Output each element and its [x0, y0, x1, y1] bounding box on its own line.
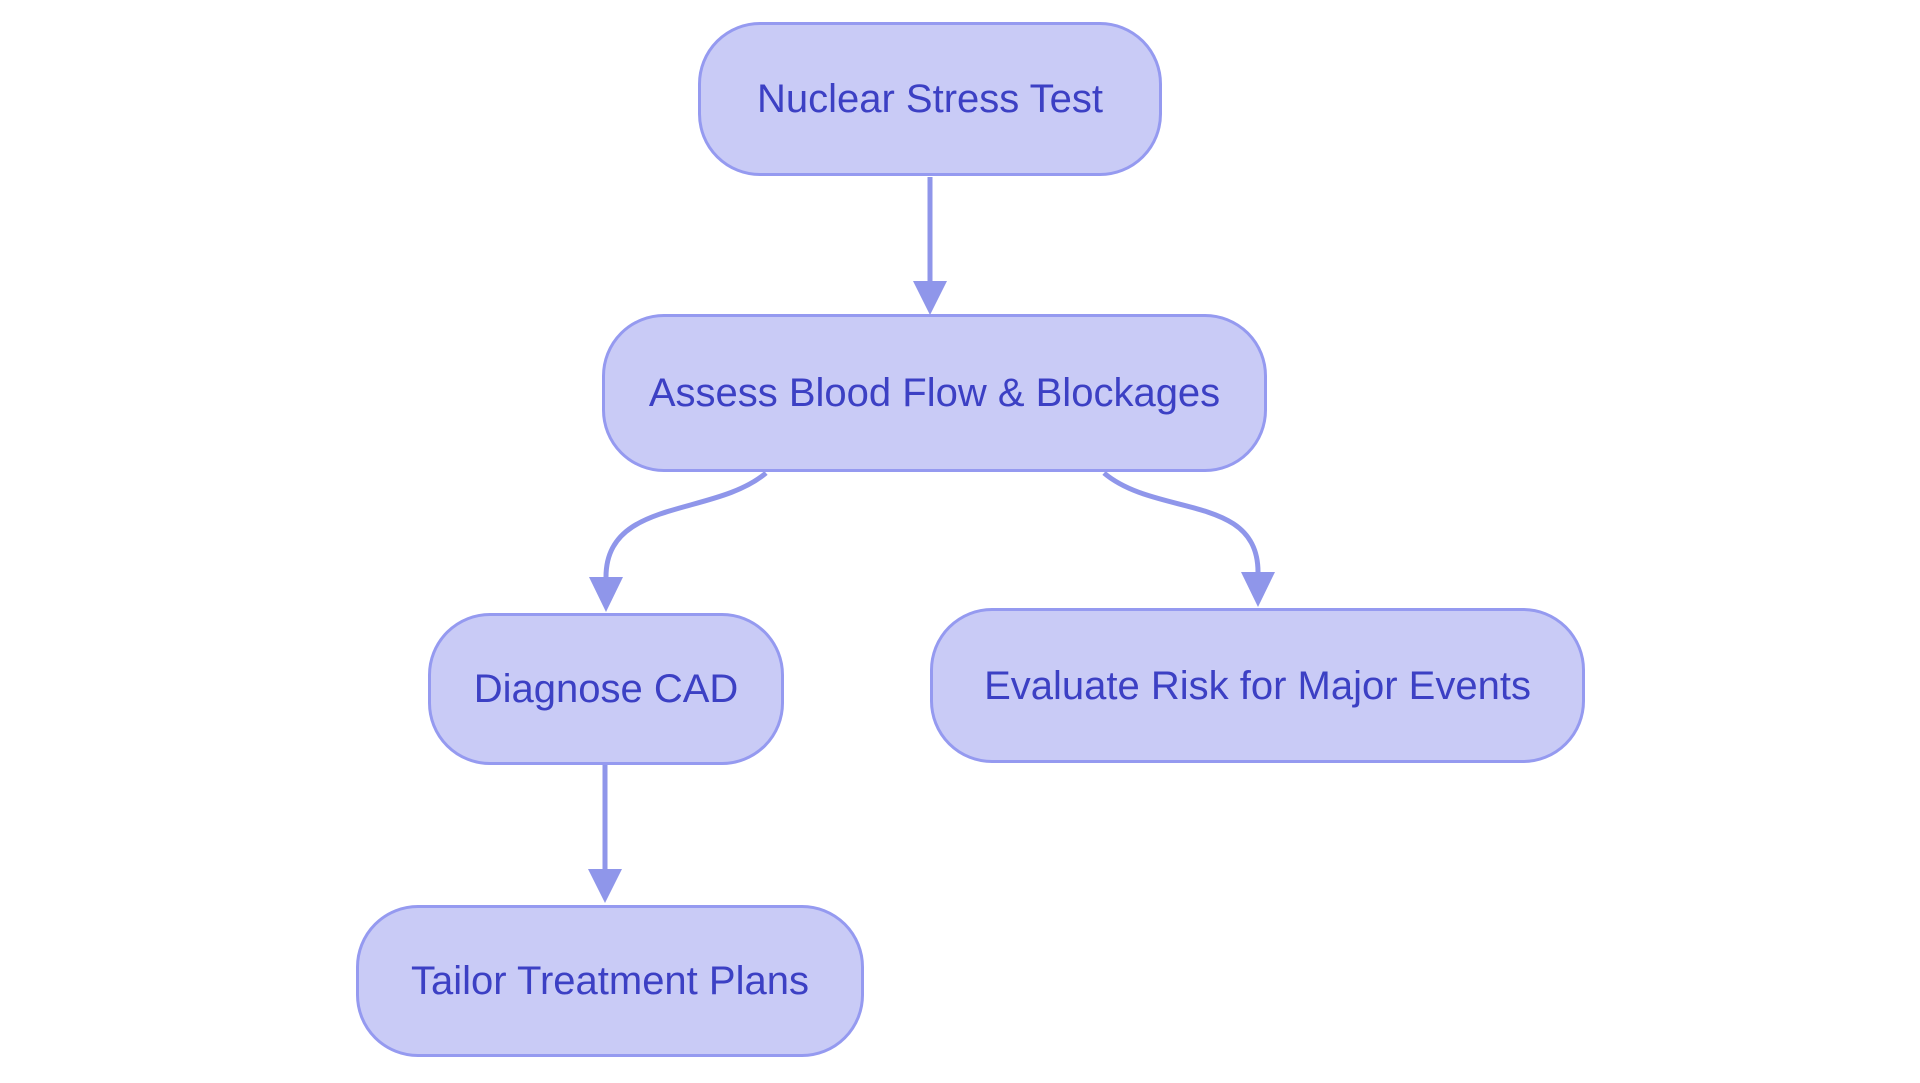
- edge-assess-to-diagnose: [589, 471, 768, 612]
- flow-node-tailor-treatment-plans: Tailor Treatment Plans: [356, 905, 864, 1057]
- flow-node-evaluate-risk: Evaluate Risk for Major Events: [930, 608, 1585, 763]
- node-label: Evaluate Risk for Major Events: [984, 663, 1531, 708]
- arrowhead-down-icon: [588, 869, 622, 903]
- node-label: Nuclear Stress Test: [756, 77, 1104, 121]
- arrowhead-down-icon: [913, 281, 947, 315]
- arrowhead-down-icon: [1241, 572, 1275, 607]
- node-label: Assess Blood Flow & Blockages: [648, 371, 1221, 415]
- flow-node-diagnose-cad: Diagnose CAD: [428, 613, 784, 765]
- node-label: Tailor Treatment Plans: [411, 959, 809, 1003]
- edge-nuclear-to-assess: [913, 177, 947, 315]
- flow-node-nuclear-stress-test: Nuclear Stress Test: [698, 22, 1162, 176]
- node-label: Diagnose CAD: [473, 667, 739, 711]
- flow-node-assess-blood-flow: Assess Blood Flow & Blockages: [602, 314, 1267, 472]
- edge-diagnose-to-tailor: [588, 764, 622, 903]
- arrowhead-down-icon: [589, 577, 623, 612]
- edge-assess-to-evaluate: [1102, 471, 1275, 607]
